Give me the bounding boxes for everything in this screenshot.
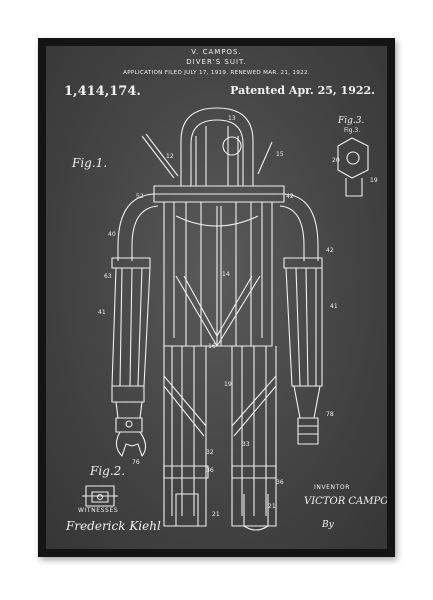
patent-date: Patented Apr. 25, 1922. [230,84,375,97]
svg-text:21: 21 [268,503,276,510]
svg-text:20: 20 [332,157,340,164]
svg-text:36: 36 [276,479,284,486]
svg-text:42: 42 [326,247,334,254]
patent-number: 1,414,174. [64,84,141,99]
witness-signature: Frederick Kiehl [66,519,161,533]
svg-text:76: 76 [132,459,140,466]
svg-text:41: 41 [98,309,106,316]
svg-text:Fig.3.: Fig.3. [344,127,360,134]
picture-frame: V. CAMPOS. DIVER'S SUIT. APPLICATION FIL… [38,38,395,557]
svg-text:14: 14 [222,271,230,278]
diving-suit-drawing: 12 13 15 52 42 40 63 42 41 41 14 16 19 32 33 36 36 2… [82,107,378,531]
svg-text:33: 33 [242,441,250,448]
svg-text:42: 42 [286,193,294,200]
svg-text:19: 19 [224,381,232,388]
patent-title: DIVER'S SUIT. [186,58,247,66]
inventor-name: VICTOR CAMPOS [304,496,387,507]
chalkboard-print: V. CAMPOS. DIVER'S SUIT. APPLICATION FIL… [46,46,387,549]
fig1-label: Fig.1. [72,156,108,170]
witnesses-label: WITNESSES [78,507,119,514]
fig3-label: Fig.3. [338,116,365,126]
svg-text:16: 16 [208,343,216,350]
svg-text:13: 13 [228,115,236,122]
svg-text:40: 40 [108,231,116,238]
svg-text:52: 52 [136,193,144,200]
svg-text:15: 15 [276,151,284,158]
svg-text:41: 41 [330,303,338,310]
fig2-label: Fig.2. [90,464,126,478]
inventor-header: V. CAMPOS. [191,48,242,56]
svg-text:21: 21 [212,511,220,518]
svg-text:12: 12 [166,153,174,160]
application-line: APPLICATION FILED JULY 17, 1919. RENEWED… [123,70,310,76]
svg-text:78: 78 [326,411,334,418]
svg-text:36: 36 [206,467,214,474]
inventor-label: INVENTOR [314,484,350,491]
svg-text:32: 32 [206,449,214,456]
svg-text:63: 63 [104,273,112,280]
svg-text:19: 19 [370,177,378,184]
by-label: By [322,520,334,530]
